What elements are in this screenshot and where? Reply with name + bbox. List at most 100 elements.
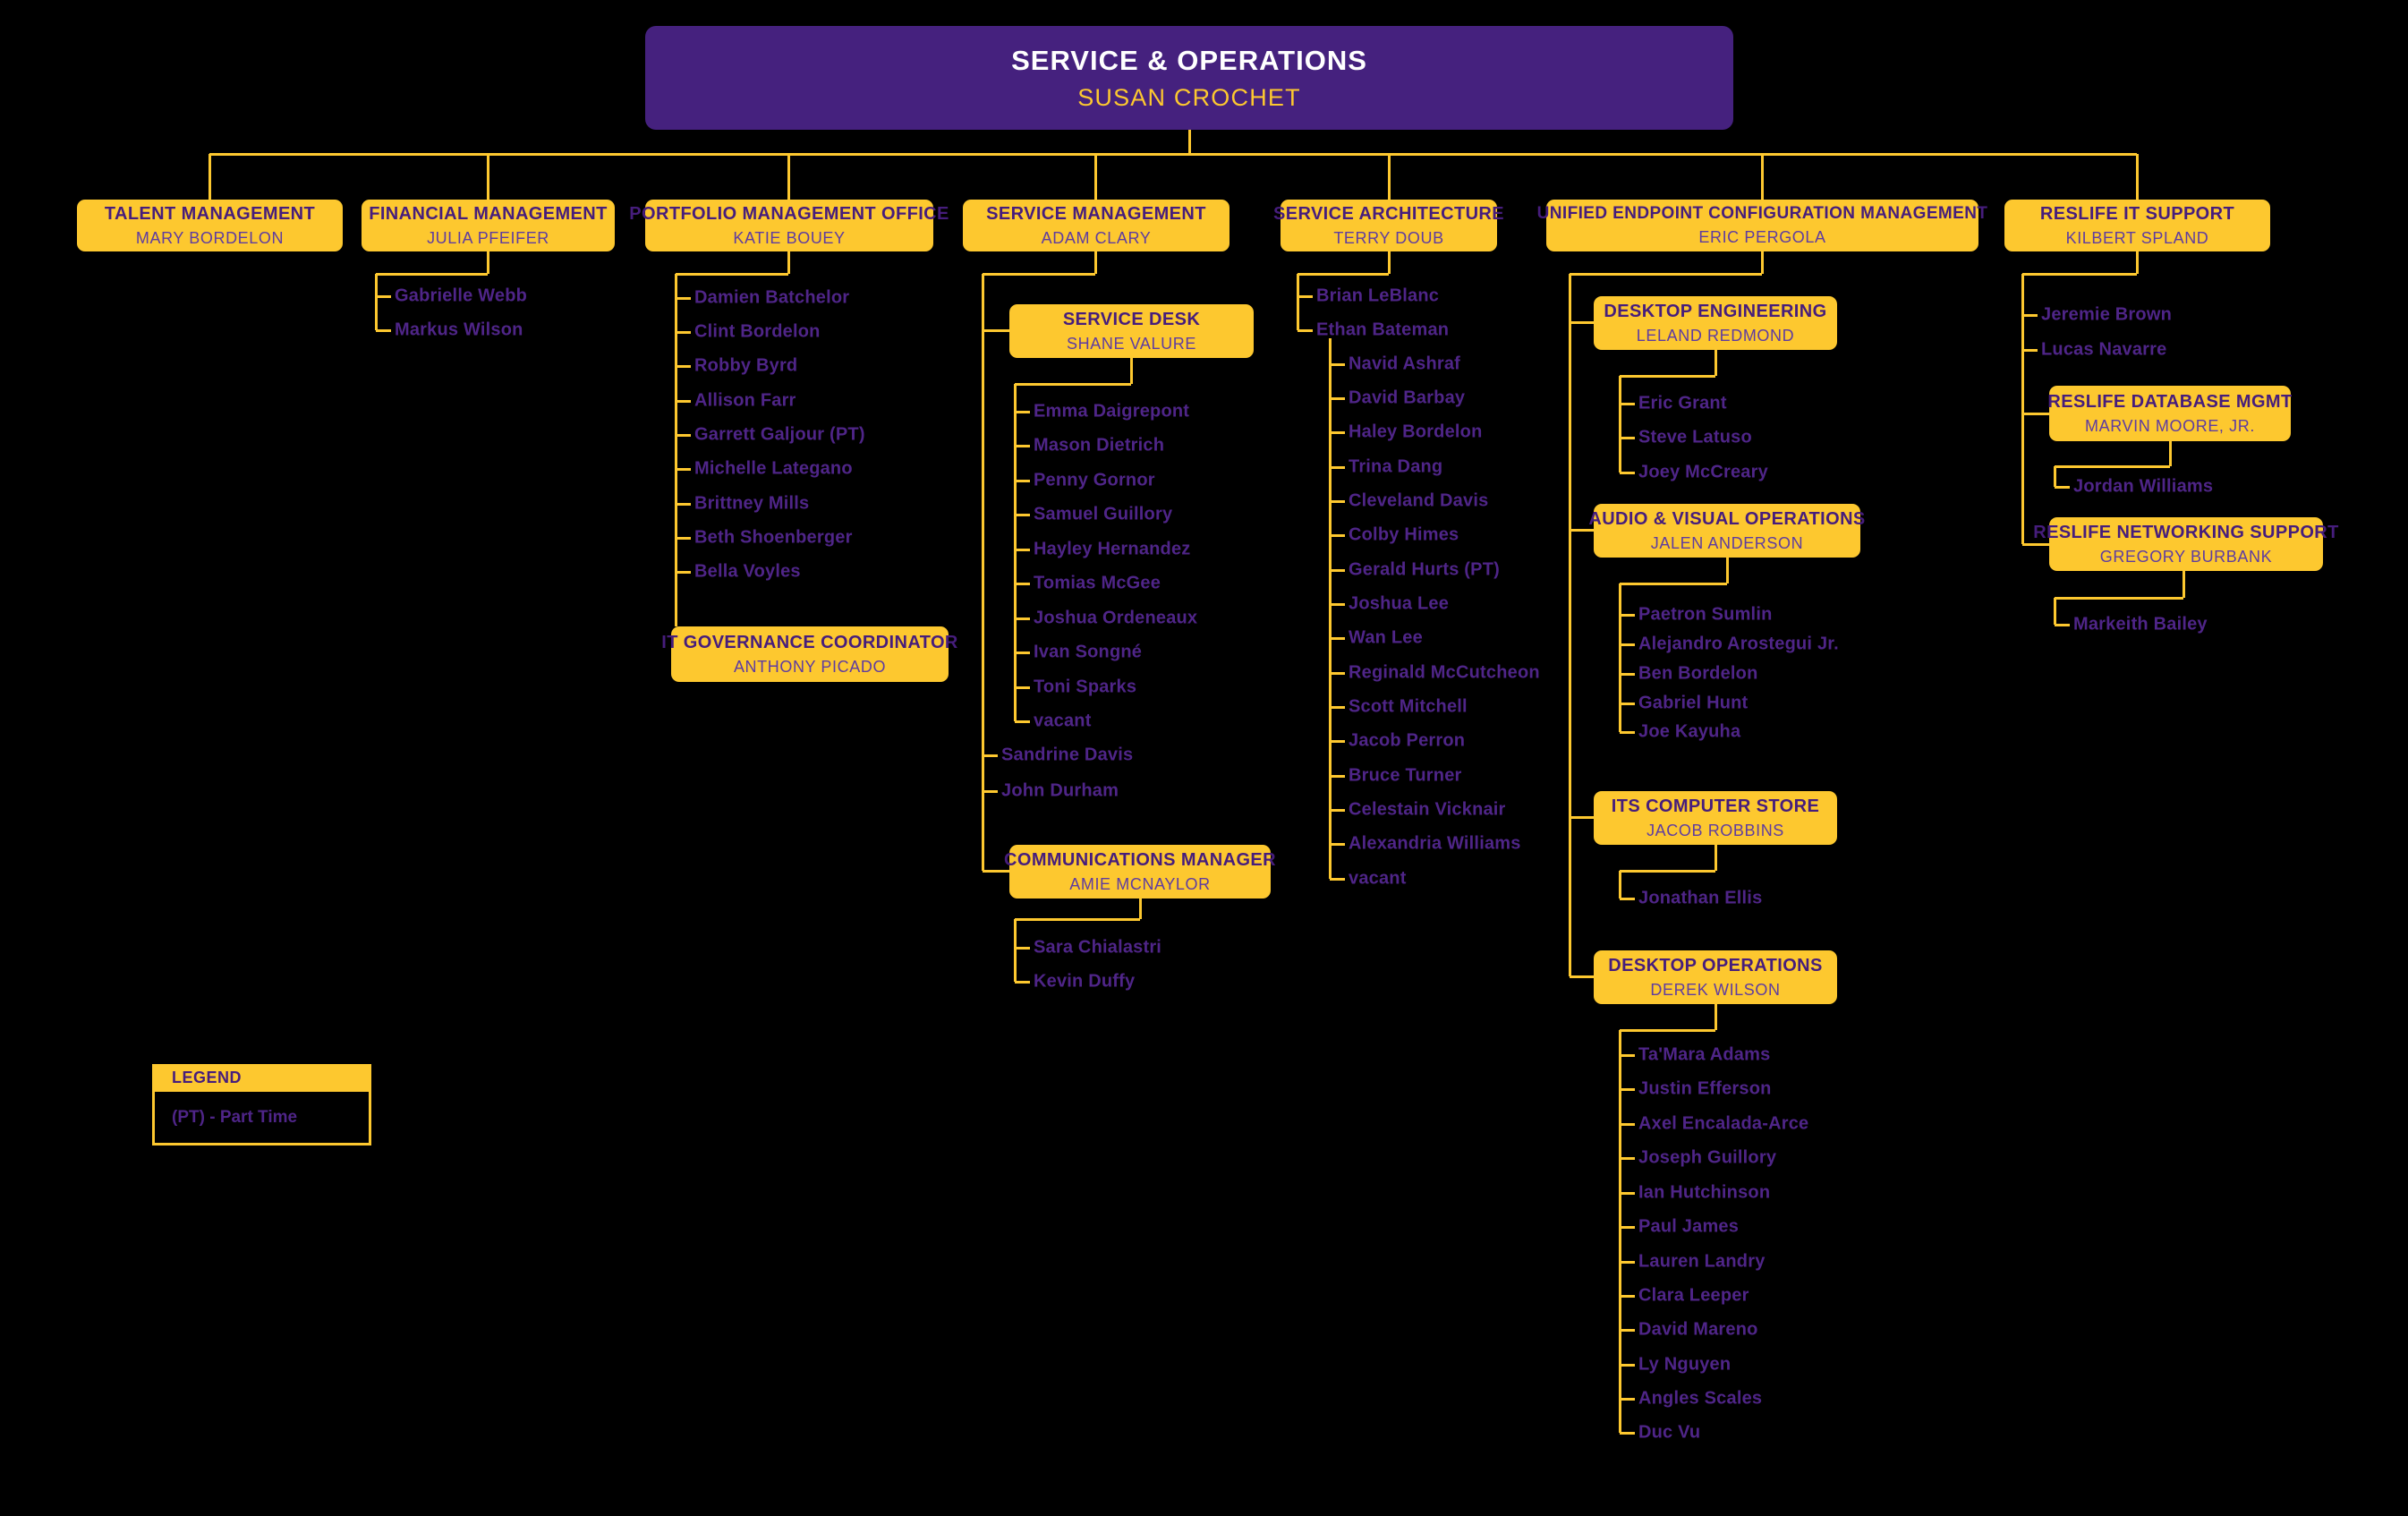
connector-line <box>2055 623 2070 626</box>
connector-line <box>981 274 984 871</box>
connector-line <box>676 272 788 276</box>
legend-body: (PT) - Part Time <box>152 1092 371 1146</box>
org-box-talent-management: TALENT MANAGEMENT MARY BORDELON <box>77 200 343 251</box>
person-name: Paul James <box>1638 1216 1740 1237</box>
person-name: Ta'Mara Adams <box>1638 1044 1771 1065</box>
org-box-title: PORTFOLIO MANAGEMENT OFFICE <box>629 203 949 224</box>
person-name: Alejandro Arostegui Jr. <box>1638 634 1839 654</box>
person-name: Gabrielle Webb <box>395 285 528 306</box>
person-name: Joseph Guillory <box>1638 1147 1777 1168</box>
connector-line <box>209 152 2137 156</box>
person-name: Hayley Hernandez <box>1034 539 1191 559</box>
person-name: Justin Efferson <box>1638 1078 1772 1099</box>
connector-line <box>1330 705 1345 709</box>
person-name: Navid Ashraf <box>1349 353 1461 374</box>
org-box-title: COMMUNICATIONS MANAGER <box>1004 849 1276 870</box>
connector-line <box>1620 643 1635 646</box>
connector-line <box>1620 1225 1635 1229</box>
person-name: David Barbay <box>1349 388 1466 408</box>
person-name: Brittney Mills <box>694 493 810 514</box>
connector-line <box>1298 328 1313 332</box>
person-name: Lucas Navarre <box>2041 339 2167 360</box>
person-name: Jordan Williams <box>2073 476 2214 497</box>
legend-title: LEGEND <box>152 1064 371 1092</box>
connector-line <box>1620 730 1635 734</box>
org-box-title: RESLIFE NETWORKING SUPPORT <box>2033 522 2339 542</box>
connector-line <box>1330 533 1345 537</box>
person-name: Tomias McGee <box>1034 573 1161 593</box>
org-box-title: SERVICE DESK <box>1062 309 1201 329</box>
connector-line <box>1620 869 1715 873</box>
org-box-desktop-operations: DESKTOP OPERATIONS DEREK WILSON <box>1594 950 1837 1004</box>
org-box-name: ANTHONY PICADO <box>733 657 887 676</box>
connector-line <box>1330 877 1345 881</box>
connector-line <box>1620 471 1635 474</box>
connector-line <box>1620 1028 1715 1032</box>
org-box-name: KATIE BOUEY <box>733 228 846 247</box>
org-box-its-computer-store: ITS COMPUTER STORE JACOB ROBBINS <box>1594 791 1837 845</box>
connector-line <box>1015 582 1030 585</box>
person-name: Eric Grant <box>1638 393 1727 413</box>
connector-line <box>2022 313 2038 317</box>
connector-line <box>1618 376 1621 473</box>
person-name: Gabriel Hunt <box>1638 693 1749 713</box>
connector-line <box>2022 412 2049 415</box>
org-box-service-desk: SERVICE DESK SHANE VALURE <box>1009 304 1254 358</box>
connector-line <box>1618 1030 1621 1433</box>
connector-line <box>1015 410 1030 413</box>
connector-line <box>1298 272 1389 276</box>
person-name: vacant <box>1034 711 1092 731</box>
connector-line <box>1725 558 1729 583</box>
connector-line <box>1620 436 1635 439</box>
person-name: Sandrine Davis <box>1001 745 1134 765</box>
org-box-name: MARVIN MOORE, JR. <box>2085 416 2255 435</box>
org-box-reslife-database-mgmt: RESLIFE DATABASE MGMT MARVIN MOORE, JR. <box>2047 386 2292 441</box>
org-box-title: ITS COMPUTER STORE <box>1611 796 1820 816</box>
person-name: Joshua Lee <box>1349 593 1450 614</box>
org-box-title: SERVICE MANAGEMENT <box>986 203 1206 224</box>
person-name: Beth Shoenberger <box>694 527 853 548</box>
connector-line <box>1620 582 1727 585</box>
org-box-name: MARY BORDELON <box>135 228 285 247</box>
connector-line <box>2168 439 2172 466</box>
org-box-reslife-networking-support: RESLIFE NETWORKING SUPPORT GREGORY BURBA… <box>2033 517 2338 571</box>
connector-line <box>1620 1053 1635 1057</box>
connector-line <box>2021 274 2024 544</box>
person-name: Cleveland Davis <box>1349 490 1489 511</box>
connector-line <box>2135 251 2139 274</box>
org-box-title: SERVICE & OPERATIONS <box>1011 44 1367 76</box>
person-name: Ian Hutchinson <box>1638 1182 1771 1203</box>
person-name: Ethan Bateman <box>1316 319 1450 340</box>
connector-line <box>1015 651 1030 654</box>
connector-line <box>486 251 489 274</box>
person-name: Reginald McCutcheon <box>1349 662 1540 683</box>
connector-line <box>1620 1156 1635 1160</box>
person-name: Joe Kayuha <box>1638 721 1741 742</box>
org-box-title: SERVICE ARCHITECTURE <box>1272 203 1505 224</box>
connector-line <box>2182 571 2185 598</box>
person-name: Robby Byrd <box>694 355 798 376</box>
connector-line <box>676 330 691 334</box>
connector-line <box>1330 774 1345 778</box>
connector-line <box>1328 338 1332 879</box>
connector-line <box>1015 444 1030 447</box>
connector-line <box>1620 1260 1635 1264</box>
connector-line <box>1620 402 1635 405</box>
legend-item: (PT) - Part Time <box>172 1107 298 1127</box>
org-box-audio-visual-operations: AUDIO & VISUAL OPERATIONS JALEN ANDERSON <box>1588 504 1865 558</box>
connector-line <box>676 467 691 471</box>
connector-line <box>1620 1431 1635 1435</box>
org-box-name: TERRY DOUB <box>1333 228 1444 247</box>
connector-line <box>376 328 391 332</box>
org-box-reslife-it-support: RESLIFE IT SUPPORT KILBERT SPLAND <box>2004 200 2270 251</box>
person-name: Emma Daigrepont <box>1034 401 1190 422</box>
connector-line <box>1138 899 1142 919</box>
connector-line <box>1013 384 1017 721</box>
person-name: Ben Bordelon <box>1638 663 1758 684</box>
person-name: Penny Gornor <box>1034 470 1155 490</box>
person-name: Jonathan Ellis <box>1638 888 1763 908</box>
connector-line <box>1330 739 1345 743</box>
connector-line <box>983 869 1009 873</box>
connector-line <box>1330 842 1345 846</box>
connector-line <box>1187 130 1191 154</box>
